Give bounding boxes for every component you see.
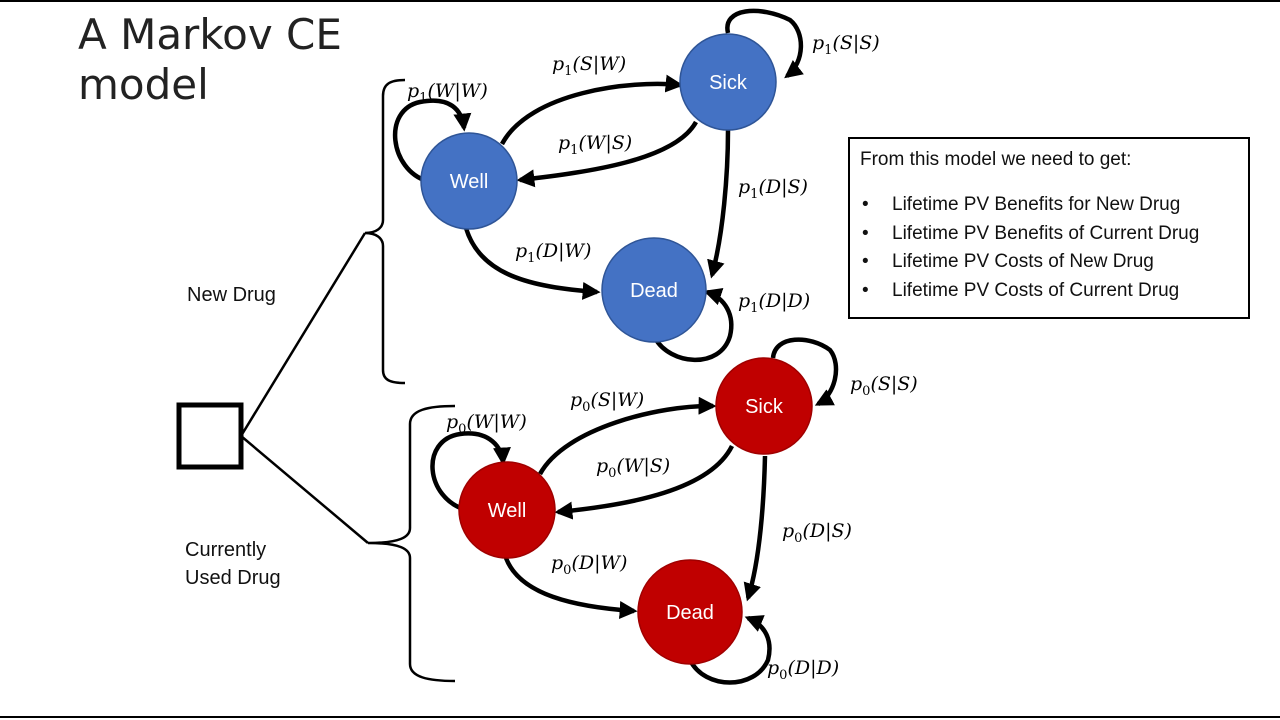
arrow-well-to-well bbox=[392, 98, 472, 184]
prob-label-s-given-w: p1(S|W) bbox=[552, 53, 626, 79]
list-item: • Lifetime PV Benefits of Current Drug bbox=[860, 220, 1238, 249]
arrow-sick-to-sick bbox=[770, 337, 839, 406]
state-label-dead: Dead bbox=[630, 280, 678, 302]
state-node-dead bbox=[601, 237, 707, 343]
state-node-well bbox=[420, 132, 518, 230]
prob-label-d-given-w: p0(D|W) bbox=[551, 552, 627, 578]
state-label-dead: Dead bbox=[666, 602, 714, 624]
brace-new-drug bbox=[364, 78, 406, 385]
list-item-text: Lifetime PV Benefits for New Drug bbox=[892, 194, 1181, 215]
state-node-sick bbox=[679, 33, 777, 131]
arrow-well-to-well bbox=[430, 431, 511, 513]
prob-label-d-given-w: p1(D|W) bbox=[515, 240, 591, 266]
state-node-well bbox=[458, 461, 556, 559]
list-item-text: Lifetime PV Costs of Current Drug bbox=[892, 279, 1180, 301]
arrow-dead-to-dead bbox=[653, 288, 734, 363]
state-node-sick bbox=[715, 357, 813, 455]
arrow-sick-to-dead bbox=[707, 129, 731, 279]
arrow-sick-to-sick bbox=[725, 8, 804, 79]
list-item: • Lifetime PV Costs of New Drug bbox=[860, 248, 1238, 277]
branch-line-current-drug bbox=[240, 435, 369, 544]
brace-current-drug bbox=[367, 404, 456, 683]
arrow-well-to-sick bbox=[500, 74, 684, 146]
info-box-list: • Lifetime PV Benefits for New Drug • Life… bbox=[860, 191, 1238, 305]
markov-model-current-drug: Well Sick Dead p0(W|W) p0(S|W) p0(W|S) p… bbox=[430, 337, 918, 685]
list-item: • Lifetime PV Benefits for New Drug bbox=[860, 191, 1238, 220]
branch-label-current-drug: Currently Used Drug bbox=[185, 539, 281, 589]
arrow-well-to-dead bbox=[503, 557, 638, 620]
top-divider bbox=[0, 0, 1280, 2]
prob-label-s-given-s: p1(S|S) bbox=[812, 32, 880, 58]
arrow-dead-to-dead bbox=[687, 615, 772, 685]
prob-label-w-given-s: p0(W|S) bbox=[596, 455, 670, 481]
arrow-sick-to-well bbox=[516, 120, 698, 188]
arrow-sick-to-well bbox=[554, 444, 735, 520]
list-item-text: Lifetime PV Benefits of Current Drug bbox=[892, 222, 1200, 244]
arrow-well-to-sick bbox=[538, 396, 717, 476]
list-item: • Lifetime PV Costs of Current Drug bbox=[860, 277, 1238, 306]
prob-label-s-given-s: p0(S|S) bbox=[850, 373, 918, 399]
branch-line-new-drug bbox=[239, 232, 367, 437]
slide-title: A Markov CE model bbox=[78, 10, 342, 109]
branch-label-new-drug: New Drug bbox=[187, 284, 276, 306]
prob-label-w-given-w: p0(W|W) bbox=[446, 411, 527, 437]
prob-label-d-given-d: p0(D|D) bbox=[767, 657, 839, 683]
state-node-dead bbox=[637, 559, 743, 665]
state-label-well: Well bbox=[450, 171, 489, 193]
bottom-divider bbox=[0, 716, 1280, 718]
decision-node bbox=[176, 402, 244, 470]
bullet: • bbox=[862, 279, 869, 301]
state-label-sick: Sick bbox=[745, 396, 784, 418]
bullet: • bbox=[862, 251, 869, 272]
prob-label-d-given-s: p1(D|S) bbox=[738, 176, 808, 202]
state-label-well: Well bbox=[488, 500, 527, 522]
prob-label-d-given-d: p1(D|D) bbox=[738, 290, 810, 316]
arrow-sick-to-dead bbox=[743, 455, 768, 602]
list-item-text: Lifetime PV Costs of New Drug bbox=[892, 251, 1154, 272]
state-label-sick: Sick bbox=[709, 72, 748, 94]
prob-label-s-given-w: p0(S|W) bbox=[570, 389, 644, 415]
prob-label-d-given-s: p0(D|S) bbox=[782, 520, 852, 546]
bullet: • bbox=[862, 222, 869, 244]
prob-label-w-given-s: p1(W|S) bbox=[558, 132, 632, 158]
arrow-well-to-dead bbox=[463, 227, 601, 300]
markov-model-new-drug: Well Sick Dead p1(W|W) p1(S|W) p1(W|S) p… bbox=[392, 8, 880, 363]
info-box-heading: From this model we need to get: bbox=[860, 149, 1132, 170]
info-box: From this model we need to get: • Lifetim… bbox=[848, 137, 1250, 319]
bullet: • bbox=[862, 194, 869, 215]
